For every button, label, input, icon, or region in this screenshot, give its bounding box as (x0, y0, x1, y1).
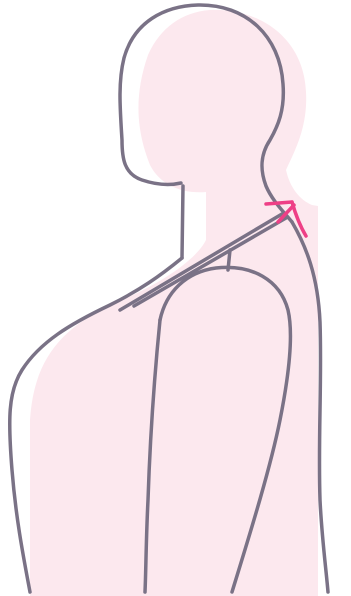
measurement-marker-top (266, 202, 292, 204)
body-fill (30, 10, 318, 596)
head-fill (30, 10, 318, 596)
neck-outline (182, 186, 183, 258)
